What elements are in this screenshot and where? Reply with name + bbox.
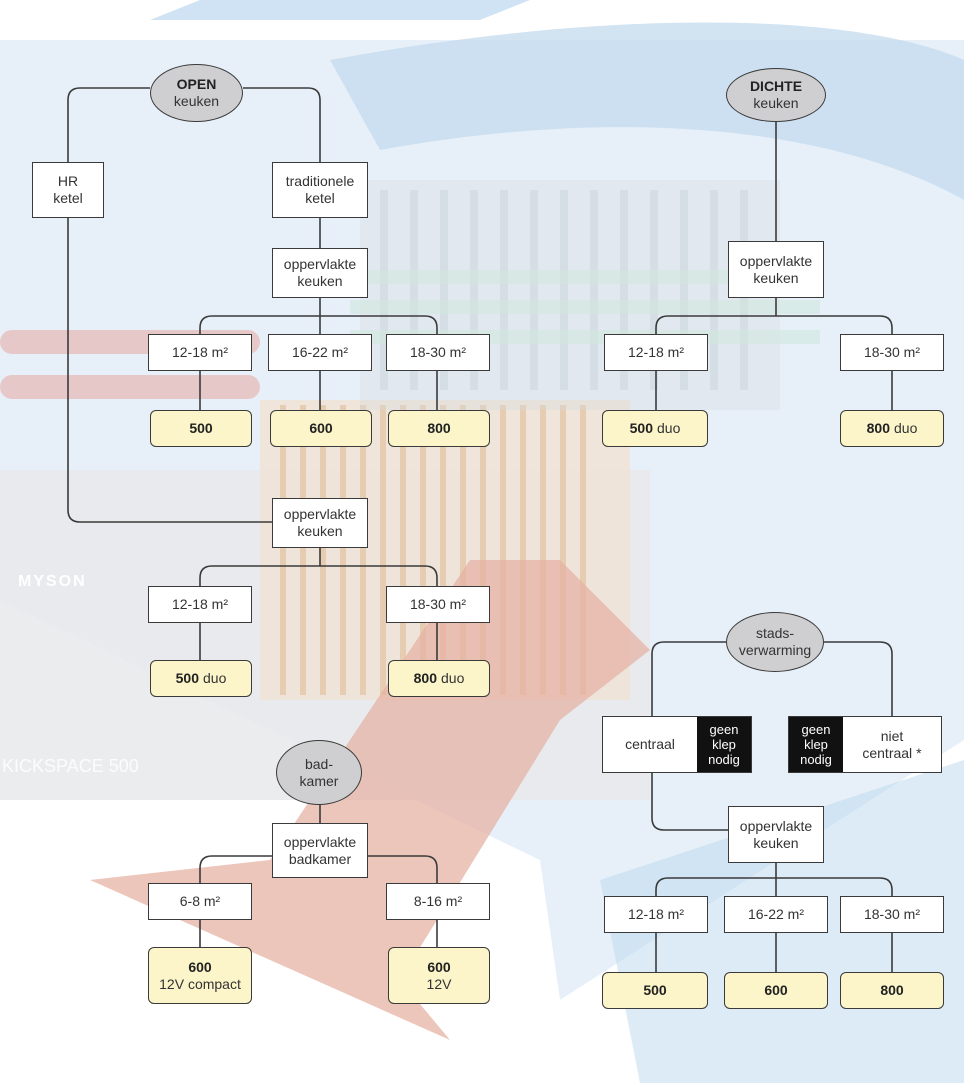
size-node: 16-22 m² [724,896,828,933]
size-node: 12-18 m² [148,334,252,371]
result-node: 500 [602,972,708,1009]
result-node: 500 [150,410,252,447]
result-node: 600 12V [388,947,490,1004]
closed-kitchen-node: DICHTE keuken [726,68,826,122]
size-node: 18-30 m² [386,334,490,371]
oppervlakte-badkamer: oppervlakte badkamer [272,823,368,878]
size-node: 18-30 m² [386,586,490,623]
centraal-label: centraal [625,736,675,752]
no-valve-badge: geen klep nodig [697,717,751,772]
niet-centraal-node: geen klep nodig niet centraal* [788,716,942,773]
result-node: 800 [388,410,490,447]
oppervlakte-keuken-closed: oppervlakte keuken [728,241,824,298]
oppervlakte-keuken-traditional: oppervlakte keuken [272,248,368,298]
size-node: 16-22 m² [268,334,372,371]
result-node: 600 12V compact [148,947,252,1004]
size-node: 12-18 m² [604,896,708,933]
hr-ketel-node: HR ketel [32,162,104,218]
open-title: OPEN [176,76,217,92]
asterisk-note: * [916,744,922,761]
size-node: 12-18 m² [604,334,708,371]
logo-text: MYSON [18,573,87,590]
traditionele-ketel-node: traditionele ketel [272,162,368,218]
result-node: 600 [724,972,828,1009]
open-kitchen-node: OPEN keuken [150,64,243,122]
district-heating-node: stads- verwarming [726,612,824,672]
size-node: 8-16 m² [386,883,490,920]
red-arrow [90,560,650,1040]
fins [280,405,586,695]
size-node: 18-30 m² [840,334,944,371]
result-node: 600 [270,410,372,447]
niet-centraal-label: niet centraal* [862,727,922,761]
size-node: 18-30 m² [840,896,944,933]
centraal-node: centraal geen klep nodig [602,716,752,773]
open-subtitle: keuken [173,93,220,109]
oppervlakte-keuken-hr: oppervlakte keuken [272,498,368,548]
no-valve-badge: geen klep nodig [789,717,843,772]
size-node: 6-8 m² [148,883,252,920]
blue-band-top [150,0,530,20]
grille [360,180,780,410]
oppervlakte-keuken-district: oppervlakte keuken [728,806,824,863]
product-text: KICKSPACE 500 [2,756,139,776]
bathroom-node: bad- kamer [276,740,362,805]
size-node: 12-18 m² [148,586,252,623]
blue-band-strip [330,22,964,200]
result-node: 800 [840,972,944,1009]
